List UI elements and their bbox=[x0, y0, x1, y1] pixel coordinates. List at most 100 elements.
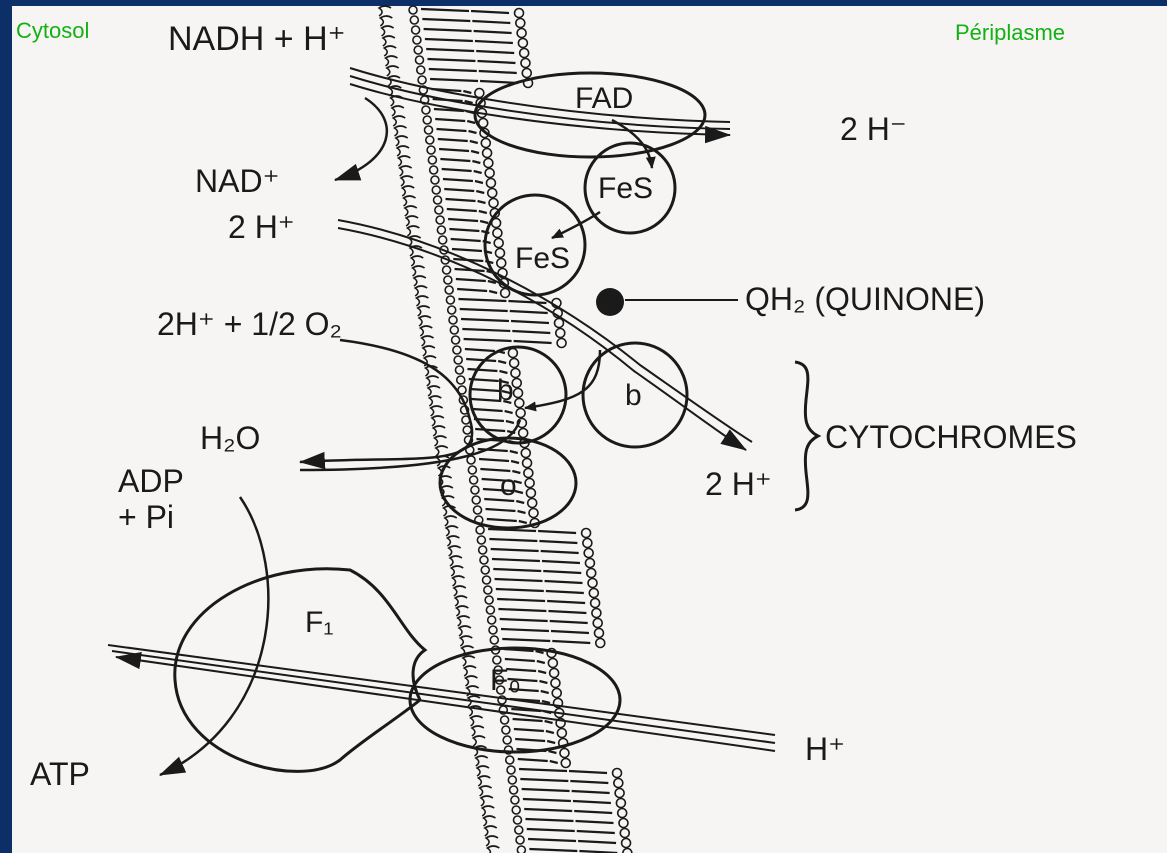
lipid-tail-curl bbox=[392, 106, 404, 116]
lipid-tail-curl bbox=[471, 716, 483, 726]
lipid-head bbox=[483, 576, 491, 584]
lipid-tail-curl bbox=[414, 276, 426, 286]
lipid-tail-curl bbox=[476, 756, 488, 766]
lipid-head bbox=[428, 156, 436, 164]
lipid-tail bbox=[475, 429, 505, 431]
lipid-tail bbox=[444, 189, 474, 191]
lipid-head bbox=[470, 476, 478, 484]
lipid-tail-curl bbox=[396, 136, 408, 146]
lipid-head bbox=[520, 49, 529, 58]
lipid-tail bbox=[499, 371, 507, 373]
two-h-out-top-label: 2 H⁻ bbox=[840, 111, 907, 147]
quinone-dot bbox=[596, 288, 624, 316]
lipid-tail bbox=[447, 209, 477, 211]
lipid-tail bbox=[463, 91, 471, 93]
lipid-head bbox=[516, 836, 524, 844]
lipid-head bbox=[435, 206, 443, 214]
adp-label: ADP bbox=[118, 463, 184, 499]
lipid-head bbox=[474, 506, 482, 514]
lipid-head bbox=[490, 636, 498, 644]
lipid-tail-curl bbox=[449, 546, 461, 556]
lipid-head bbox=[620, 829, 629, 838]
lipid-head bbox=[480, 556, 488, 564]
lipid-tail bbox=[487, 519, 517, 521]
lipid-tail bbox=[514, 341, 552, 343]
lipid-head bbox=[457, 376, 465, 384]
lipid-tail bbox=[550, 621, 588, 623]
lipid-tail bbox=[520, 779, 568, 781]
lipid-tail bbox=[522, 789, 570, 791]
lipid-head bbox=[551, 679, 560, 688]
lipid-head bbox=[449, 316, 457, 324]
lipid-tail bbox=[470, 141, 478, 143]
lipid-tail bbox=[543, 571, 581, 573]
lipid-tail bbox=[480, 221, 488, 223]
lipid-head bbox=[526, 489, 535, 498]
lipid-head bbox=[481, 566, 489, 574]
lipid-head bbox=[423, 116, 431, 124]
lipid-head bbox=[497, 259, 506, 268]
lipid-head bbox=[501, 289, 510, 298]
lipid-head bbox=[452, 336, 460, 344]
h2o-label: H₂O bbox=[200, 420, 260, 456]
pi-label: + Pi bbox=[118, 499, 174, 535]
lipid-tail-curl bbox=[460, 636, 472, 646]
lipid-head bbox=[510, 359, 519, 368]
lipid-head bbox=[484, 586, 492, 594]
lipid-tail-curl bbox=[478, 776, 490, 786]
fad-label: FAD bbox=[575, 82, 633, 115]
lipid-tail bbox=[427, 59, 475, 61]
lipid-tail-curl bbox=[456, 606, 468, 616]
lipid-tail bbox=[496, 589, 544, 591]
lipid-tail bbox=[548, 611, 586, 613]
lipid-head bbox=[471, 486, 479, 494]
lipid-head bbox=[517, 846, 525, 853]
lipid-tail-curl bbox=[402, 186, 414, 196]
lipid-tail-curl bbox=[418, 306, 430, 316]
lipid-head bbox=[486, 179, 495, 188]
lipid-head bbox=[588, 579, 597, 588]
lipid-tail bbox=[515, 739, 545, 741]
lipid-tail bbox=[518, 759, 548, 761]
lipid-head bbox=[514, 389, 523, 398]
lipid-tail-curl bbox=[447, 536, 459, 546]
lipid-tail-curl bbox=[398, 156, 410, 166]
lipid-tail bbox=[575, 821, 613, 823]
lipid-head bbox=[592, 609, 601, 618]
lipid-tail bbox=[505, 659, 535, 661]
lipid-tail bbox=[440, 159, 470, 161]
nad-arrow bbox=[335, 98, 387, 180]
lipid-head bbox=[583, 539, 592, 548]
lipid-tail bbox=[528, 839, 576, 841]
lipid-tail bbox=[546, 731, 554, 733]
lipid-tail-curl bbox=[393, 116, 405, 126]
lipid-head bbox=[614, 779, 623, 788]
lipid-tail bbox=[479, 459, 509, 461]
lipid-tail bbox=[475, 41, 513, 43]
lipid-tail bbox=[545, 721, 553, 723]
o2-arrow-2 bbox=[300, 420, 520, 470]
lipid-tail-curl bbox=[401, 176, 413, 186]
lipid-tail bbox=[537, 661, 545, 663]
lipid-tail-curl bbox=[404, 196, 416, 206]
lipid-head bbox=[489, 626, 497, 634]
lipid-tail bbox=[456, 279, 486, 281]
lipid-tail bbox=[422, 19, 470, 21]
lipid-tail bbox=[461, 319, 509, 321]
lipid-tail-curl bbox=[454, 586, 466, 596]
lipid-tail bbox=[489, 291, 497, 293]
lipid-head bbox=[515, 9, 524, 18]
lipid-tail bbox=[500, 619, 548, 621]
lipid-head bbox=[434, 196, 442, 204]
lipid-tail-curl bbox=[487, 846, 499, 853]
lipid-tail bbox=[421, 9, 469, 11]
lipid-head bbox=[516, 19, 525, 28]
lipid-head bbox=[525, 479, 534, 488]
lipid-tail-curl bbox=[423, 346, 435, 356]
lipid-tail-curl bbox=[450, 556, 462, 566]
lipid-head bbox=[453, 346, 461, 354]
lipid-tail-curl bbox=[416, 296, 428, 306]
nad-label: NAD⁺ bbox=[195, 163, 279, 199]
lipid-head bbox=[555, 319, 564, 328]
lipid-tail-curl bbox=[463, 656, 475, 666]
